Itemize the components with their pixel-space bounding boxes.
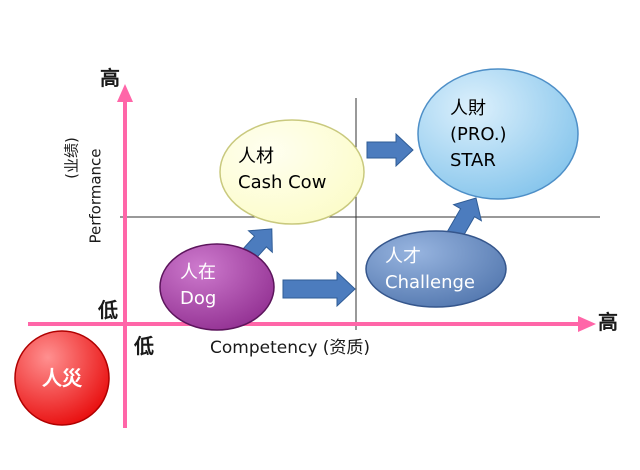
node-dog-ellipse (159, 243, 275, 331)
y-axis-name-cn: (业绩) (62, 137, 81, 179)
node-dog-label: 人在 Dog (180, 260, 216, 312)
challenge-line1: 人才 (385, 246, 421, 267)
x-axis-low-label: 低 (134, 334, 154, 358)
x-axis-arrowhead-icon (578, 316, 596, 332)
arrow-dog-to-challenge (282, 270, 356, 308)
star-line2: (PRO.) (450, 124, 507, 145)
y-axis-name: Performance (86, 148, 105, 244)
dog-line1: 人在 (180, 262, 216, 283)
node-cash-cow-label: 人材 Cash Cow (238, 144, 326, 196)
node-star-ellipse (417, 68, 579, 200)
challenge-line2: Challenge (385, 272, 475, 293)
node-challenge-label: 人才 Challenge (385, 244, 475, 296)
y-axis-arrowhead-icon (117, 84, 133, 102)
x-axis-high-label: 高 (598, 310, 618, 334)
star-line1: 人財 (450, 98, 486, 119)
cash-cow-line1: 人材 (238, 146, 274, 167)
node-challenge-ellipse (365, 230, 507, 308)
cash-cow-line2: Cash Cow (238, 172, 327, 193)
y-axis-low-label: 低 (98, 298, 118, 322)
node-star-label: 人財 (PRO.) STAR (450, 96, 507, 174)
node-disaster-circle (14, 330, 110, 426)
x-axis-name: Competency (资质) (210, 338, 371, 358)
y-axis-high-label: 高 (100, 66, 120, 90)
node-cash-cow-ellipse (219, 119, 365, 225)
node-disaster-label: 人災 (42, 366, 82, 390)
star-line3: STAR (450, 150, 496, 171)
arrow-cash-cow-to-star (366, 132, 414, 168)
dog-line2: Dog (180, 288, 217, 309)
